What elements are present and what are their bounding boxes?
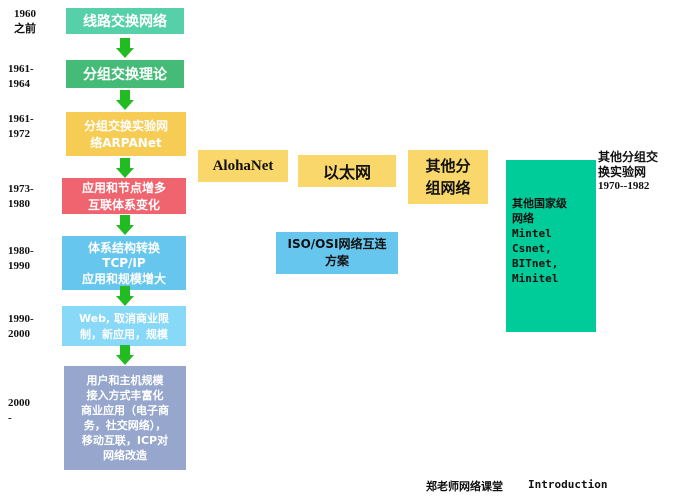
arrow-down-icon [116, 286, 134, 306]
box-arpanet: 分组交换实验网 络ARPANet [66, 112, 186, 156]
box-other-packet-networks: 其他分 组网络 [408, 150, 488, 204]
experimental-networks-years: 1970--1982 [598, 180, 650, 192]
footer-course: Introduction [528, 478, 608, 491]
year-label-1980-1990: 1980- 1990 [8, 245, 34, 272]
year-label-1961-1964: 1961- 1964 [8, 63, 34, 90]
arrow-down-icon [116, 345, 134, 365]
box-circuit-switching: 线路交换网络 [66, 8, 184, 34]
box-web: Web, 取消商业限 制，新应用，规模 [62, 306, 186, 346]
box-packet-switching-theory: 分组交换理论 [66, 60, 184, 88]
box-alohanet: AlohaNet [198, 150, 288, 182]
box-iso-osi: ISO/OSI网络互连 方案 [276, 232, 398, 274]
year-label-1973-1980: 1973- 1980 [8, 183, 34, 210]
arrow-down-icon [116, 158, 134, 178]
year-label-1960: 1960 之前 [14, 8, 36, 35]
box-national-networks: 其他国家级 网络 Mintel Csnet, BITnet, Minitel [506, 160, 596, 332]
year-label-2000: 2000 - [8, 397, 30, 424]
box-ethernet: 以太网 [298, 155, 396, 187]
box-nodes-growth: 应用和节点增多 互联体系变化 [62, 178, 186, 214]
experimental-networks-title: 其他分组交 换实验网 [598, 150, 659, 179]
arrow-down-icon [116, 38, 134, 58]
year-label-1961-1972: 1961- 1972 [8, 113, 34, 140]
arrow-down-icon [116, 215, 134, 235]
footer-author: 郑老师网络课堂 [426, 480, 503, 493]
box-tcpip: 体系结构转换 TCP/IP 应用和规模增大 [62, 236, 186, 290]
arrow-down-icon [116, 90, 134, 110]
box-2000-users: 用户和主机规模 接入方式丰富化 商业应用（电子商 务，社交网络）， 移动互联，I… [64, 366, 186, 470]
year-label-1990-2000: 1990- 2000 [8, 313, 34, 340]
